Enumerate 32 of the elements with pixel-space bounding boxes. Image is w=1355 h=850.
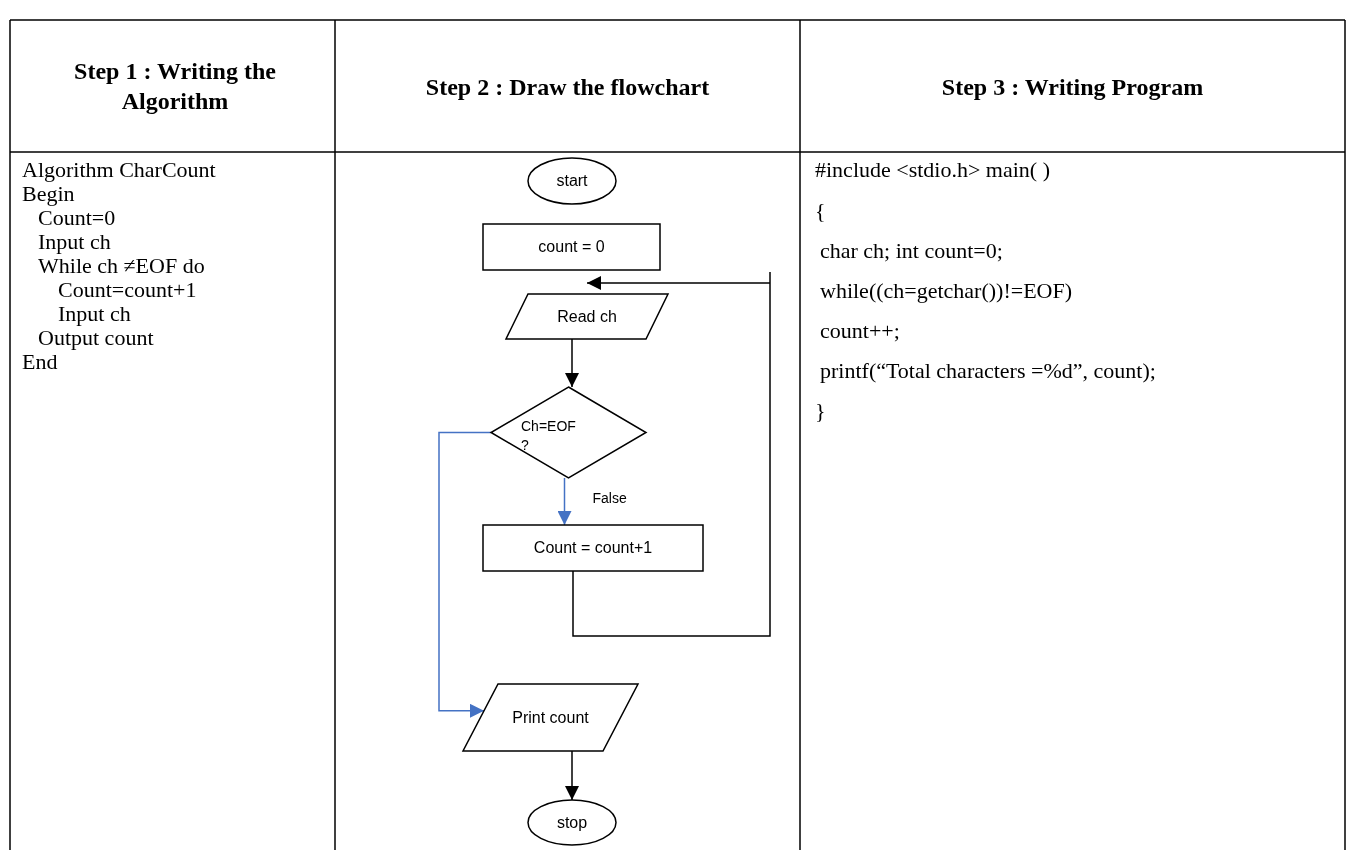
arrow <box>438 431 492 718</box>
code-line: } <box>815 398 826 424</box>
code-line: printf(“Total characters =%d”, count); <box>820 358 1156 384</box>
node-label: Read ch <box>556 306 618 326</box>
node-label: start <box>555 171 589 190</box>
algorithm-line: Count=0 <box>38 205 116 231</box>
algorithm-line: Algorithm CharCount <box>22 157 216 183</box>
node-label: Print count <box>511 707 590 727</box>
arrow <box>565 750 579 801</box>
node-label: Count = count+1 <box>532 538 654 557</box>
algorithm-line: Input ch <box>58 301 131 327</box>
column-header: Step 3 : Writing Program <box>940 73 1205 102</box>
column-header: Step 2 : Draw the flowchart <box>424 73 711 102</box>
code-line: #include <stdio.h> main( ) <box>815 157 1050 183</box>
code-line: while((ch=getchar())!=EOF) <box>820 278 1073 304</box>
code-line: { <box>815 198 826 224</box>
algorithm-line: End <box>22 349 58 375</box>
node-label: stop <box>555 812 589 832</box>
algorithm-line: Output count <box>38 325 154 351</box>
node-label: count = 0 <box>537 237 606 256</box>
algorithm-line: Input ch <box>38 229 111 255</box>
arrow <box>565 338 579 388</box>
algorithm-line: Count=count+1 <box>58 277 197 303</box>
column-header: Step 1 : Writing the Algorithm <box>73 57 277 116</box>
algorithm-line: While ch ≠EOF do <box>38 253 205 279</box>
node-label: Ch=EOF ? <box>521 417 577 455</box>
edge-label: False <box>590 489 629 506</box>
arrow <box>557 477 572 526</box>
code-line: char ch; int count=0; <box>820 238 1003 264</box>
code-line: count++; <box>820 318 900 344</box>
arrow <box>572 271 771 637</box>
algorithm-line: Begin <box>22 181 75 207</box>
